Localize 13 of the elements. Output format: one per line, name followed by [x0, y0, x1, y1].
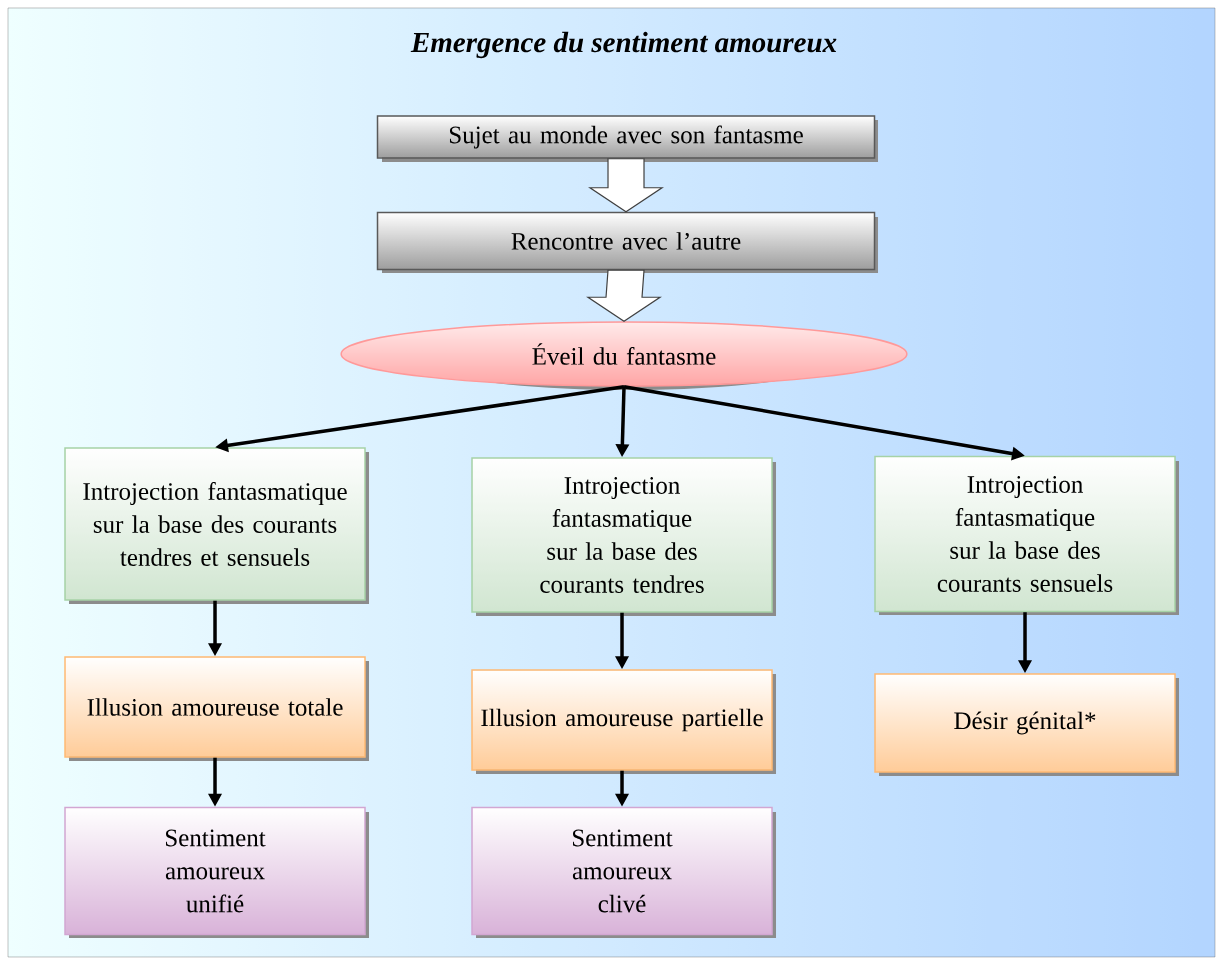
process-box: Introjection fantasmatique sur la base des courants sensuels [874, 455, 1179, 615]
title: Emergence du sentiment amoureux [410, 31, 837, 59]
process-box: Introjection fantasmatique sur la base des courants tendres [471, 457, 776, 616]
process-box: Sentiment amoureux clivé [471, 806, 776, 938]
process-box: Illusion amoureuse totale [64, 656, 369, 761]
process-box: Désir génital* [874, 673, 1179, 776]
process-box: Rencontre avec l’autre [376, 211, 878, 273]
process-box: Sentiment amoureux unifié [64, 806, 369, 938]
process-box: Sujet au monde avec son fantasme [376, 115, 878, 162]
process-box: Illusion amoureuse partielle [471, 669, 776, 774]
block-arrow [588, 158, 664, 213]
process-box: Introjection fantasmatique sur la base des courants tendres et sensuels [64, 447, 369, 604]
block-arrow [586, 269, 662, 322]
